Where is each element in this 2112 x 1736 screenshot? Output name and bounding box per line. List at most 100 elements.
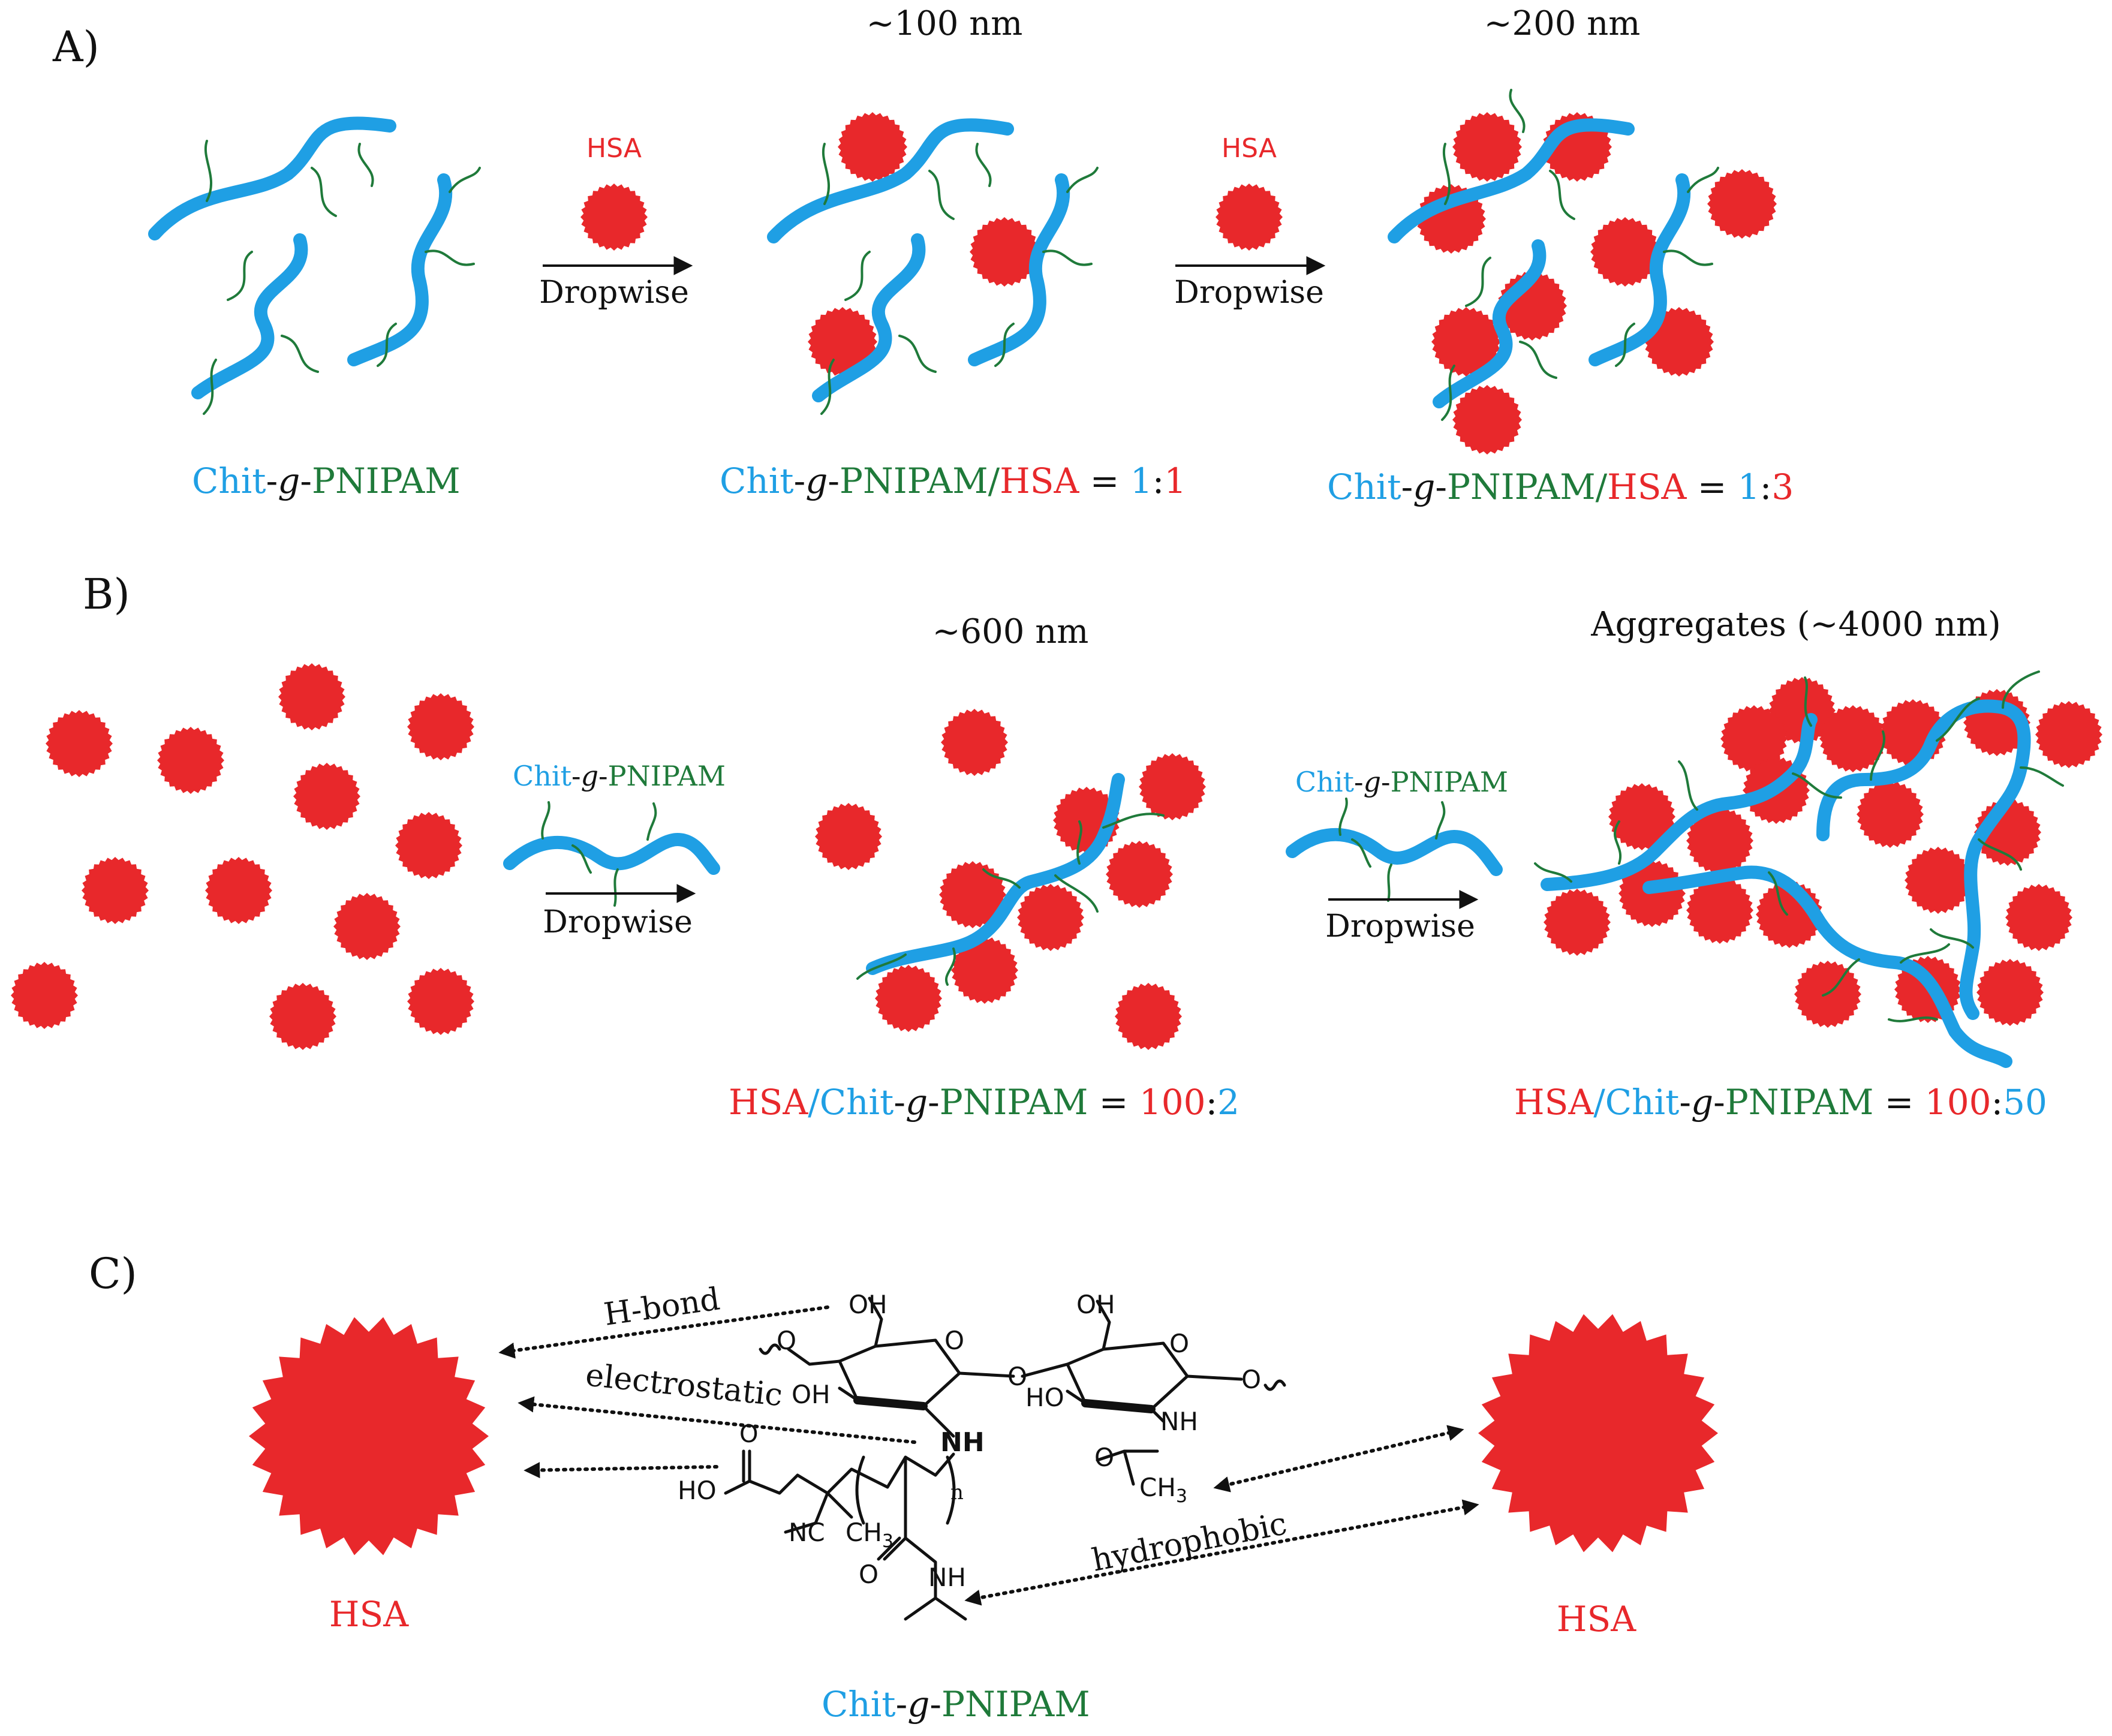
atom-nh-bold: NH (940, 1427, 985, 1458)
reagent-hsa-1: HSA (586, 133, 642, 164)
panel-a: A) ~100 nm ~200 nm HSA Dropwise HSA (52, 4, 1794, 507)
chitosan-chain-icon (503, 801, 720, 907)
label-ratio-100-2: HSA/Chit-g-PNIPAM = 100:2 (729, 1082, 1239, 1123)
hsa-particle-shape (407, 968, 474, 1035)
repeat-n: n (950, 1481, 964, 1505)
atom-oh2: OH (1076, 1290, 1115, 1319)
hsa-particle (815, 803, 882, 870)
size-label-100nm: ~100 nm (867, 4, 1023, 43)
hsa-particle (1686, 877, 1753, 944)
hsa-particle-shape (1017, 884, 1084, 951)
hsa-particle (407, 968, 474, 1035)
hsa-particle-shape (1819, 705, 1887, 772)
hsa-particle (205, 857, 272, 924)
hydrophobic-arrow-upper (1213, 1425, 1464, 1493)
hsa-protein-right (1478, 1314, 1718, 1553)
hsa-particle-shape (395, 812, 462, 879)
panel-b-label: B) (83, 570, 130, 619)
panel-a-label: A) (52, 22, 100, 71)
hsa-particle (1819, 705, 1887, 772)
hsa-particle (395, 812, 462, 879)
hsa-particle (269, 983, 336, 1050)
hsa-particle (1608, 783, 1675, 850)
atom-oh1: OH (849, 1290, 887, 1319)
hsa-particle (2005, 884, 2072, 951)
atom-ch3-right: CH3 (1139, 1473, 1187, 1507)
hsa-particle-shape (1216, 183, 1283, 251)
hsa-particle (1686, 807, 1753, 874)
hsa-particle-shape (875, 965, 942, 1032)
arrow-label-dropwise-1: Dropwise (539, 275, 689, 311)
hsa-particle (293, 763, 360, 830)
size-label-600nm: ~600 nm (932, 612, 1089, 651)
hsa-protein-left (249, 1317, 489, 1556)
arrow-label-dropwise-3: Dropwise (543, 904, 693, 940)
hsa-particle-shape (46, 710, 113, 777)
atom-oh3: OH (792, 1380, 831, 1409)
hsa-particle-shape (1608, 783, 1675, 850)
hsa-particle-shape (2035, 701, 2102, 768)
electrostatic-arrow-2 (524, 1462, 718, 1479)
hsa-particle-shape (1544, 889, 1611, 956)
hsa-particle-shape (11, 962, 78, 1029)
hsa-particle-shape (205, 857, 272, 924)
hsa-particle-shape (269, 983, 336, 1050)
hsa-particle-shape (1976, 959, 2044, 1026)
size-label-aggregates: Aggregates (~4000 nm) (1590, 605, 2001, 644)
hsa-particle-shape (1707, 169, 1777, 239)
atom-ho2: HO (678, 1476, 717, 1505)
hsa-particle (82, 857, 149, 924)
hsa-particle (1431, 307, 1501, 377)
panel-b: B) ~600 nm Aggregates (~4000 nm) Chit-g-… (11, 570, 2102, 1123)
size-label-200nm: ~200 nm (1484, 4, 1641, 43)
hsa-particle-shape (1478, 1314, 1718, 1553)
hsa-particle (1017, 884, 1084, 951)
hsa-particle (407, 693, 474, 760)
atom-o8: O (859, 1560, 879, 1589)
hsa-particle-shape (1431, 307, 1501, 377)
hsa-particle (2035, 701, 2102, 768)
label-ratio-1-1: Chit-g-PNIPAM/HSA = 1:1 (720, 461, 1186, 501)
hsa-particle (1707, 169, 1777, 239)
hsa-particle (1452, 112, 1522, 182)
label-electrostatic: electrostatic (584, 1357, 784, 1413)
reagent-chit-g-pnipam-1: Chit-g-PNIPAM (513, 760, 726, 792)
hsa-particle-shape (580, 183, 648, 251)
label-chit-g-pnipam: Chit-g-PNIPAM (192, 461, 461, 501)
atom-ho1: HO (1025, 1383, 1064, 1412)
complex-100-2 (815, 709, 1206, 1050)
label-ratio-1-3: Chit-g-PNIPAM/HSA = 1:3 (1327, 467, 1794, 507)
reagent-chit-g-pnipam-2: Chit-g-PNIPAM (1295, 766, 1508, 798)
hsa-particle (1106, 841, 1173, 908)
hsa-particle (333, 893, 401, 960)
atom-nh3: NH (928, 1563, 966, 1592)
hsa-particle (1905, 847, 1972, 914)
atom-o2: O (1169, 1329, 1189, 1358)
hsa-particle-shape (333, 893, 401, 960)
arrow-label-dropwise-4: Dropwise (1325, 908, 1475, 944)
hsa-particle-shape (1686, 807, 1753, 874)
reagent-hsa-2: HSA (1222, 133, 1277, 164)
hsa-particle-shape (157, 727, 224, 794)
hsa-particle-shape (838, 112, 907, 182)
hsa-particle-shape (2005, 884, 2072, 951)
hsa-particle-shape (1106, 841, 1173, 908)
atom-o4: O (1007, 1362, 1027, 1391)
hsa-particle (939, 861, 1006, 928)
panel-c: C) HSA HSA H-bond electrostatic hydropho… (89, 1249, 1718, 1725)
hsa-particle (46, 710, 113, 777)
label-hydrophobic: hydrophobic (1089, 1506, 1290, 1579)
atom-ch3-left: CH3 (846, 1518, 893, 1552)
arrow-label-dropwise-2: Dropwise (1174, 275, 1324, 311)
hsa-particle (1115, 983, 1182, 1050)
hsa-particle-shape (1768, 677, 1836, 744)
h-bond-arrow (498, 1305, 829, 1359)
atom-o6: O (1094, 1443, 1114, 1472)
chitosan-pnipam-structure (724, 1296, 1286, 1621)
hsa-particle-shape (815, 803, 882, 870)
hsa-particle-shape (941, 709, 1008, 776)
hsa-particle-shape (1905, 847, 1972, 914)
hydrophobic-arrow-lower (964, 1499, 1479, 1606)
atom-nc: NC (789, 1518, 825, 1547)
chitosan-chain-icon (1286, 798, 1503, 902)
